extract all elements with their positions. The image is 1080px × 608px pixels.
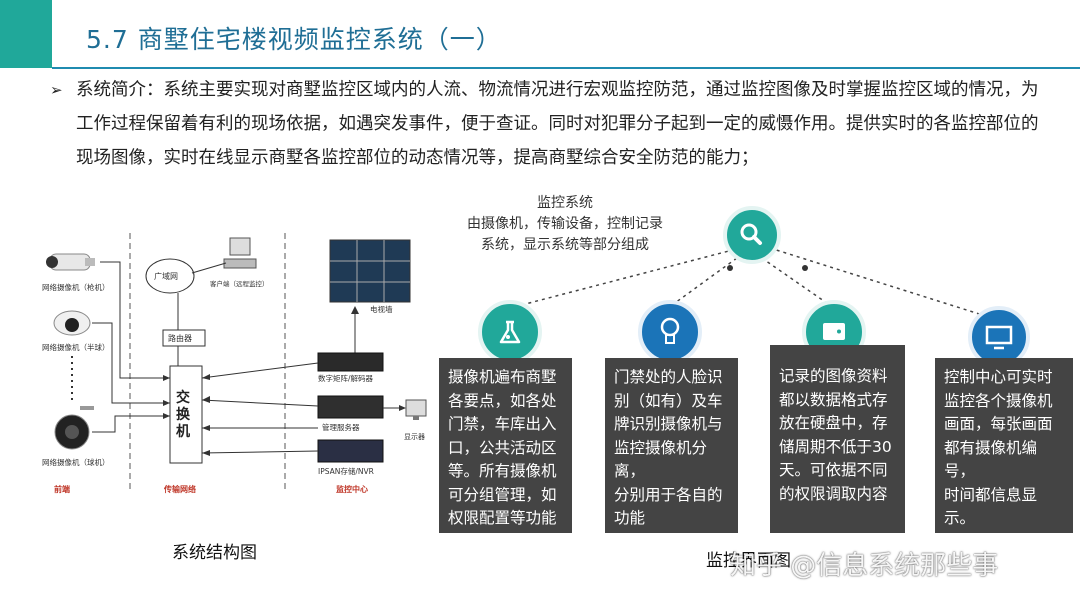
- intro-text: 系统简介：系统主要实现对商墅监控区域内的人流、物流情况进行宏观监控防范，通过监控…: [76, 80, 1039, 168]
- hub-connectors: [509, 245, 993, 319]
- watermark: 知乎 @信息系统那些事: [730, 551, 999, 581]
- accent-block: [0, 0, 52, 68]
- system-structure-diagram: [46, 233, 427, 493]
- switch-label: 交换机: [176, 390, 190, 440]
- card-line: 都以数据格式存: [779, 390, 888, 409]
- wan-label: 广域网: [154, 272, 178, 281]
- card-line: 的权限调取内容: [779, 484, 888, 503]
- info-card-recognition: 门禁处的人脸识 别（如有）及车 牌识别摄像机与 监控摄像机分离， 分别用于各自的…: [605, 358, 738, 533]
- card-line: 记录的图像资料: [779, 367, 888, 385]
- card-line: 牌识别摄像机与: [614, 415, 723, 433]
- server-label: 管理服务器: [322, 423, 360, 432]
- ptz-camera-icon: [54, 406, 94, 450]
- zone-label-front: 前端: [54, 485, 70, 494]
- card-line: 分别用于各自的: [614, 485, 723, 504]
- camera-label-dome: 网络摄像机（半球）: [42, 343, 110, 352]
- page-title: 5.7 商墅住宅楼视频监控系统（一）: [86, 25, 502, 54]
- card-line: 可与报警系统联: [944, 532, 1053, 551]
- camera-flask-icon: [478, 300, 542, 364]
- card-line: 门禁处的人脸识: [614, 368, 723, 386]
- decoder-device: [317, 352, 384, 372]
- card-line: 放在硬盘中，存: [779, 414, 888, 432]
- info-card-control-center: 控制中心可实时 监控各个摄像机 画面，每张画面 都有摄像机编号， 时间都信息显示…: [935, 358, 1073, 574]
- wan-cloud-icon: [145, 258, 195, 294]
- hub-label: 监控系统 由摄像机，传输设备，控制记录 系统，显示系统等部分组成: [430, 193, 700, 256]
- bullet-arrow-icon: ➢: [50, 81, 63, 99]
- server-device: [317, 395, 384, 419]
- lightbulb-icon: [638, 300, 702, 364]
- zone-label-center: 监控中心: [336, 485, 368, 494]
- card-line: 控制中心可实时: [944, 368, 1053, 386]
- hub-label-line: 系统，显示系统等部分组成: [481, 237, 649, 253]
- card-line: 权限配置等功能: [448, 509, 557, 527]
- card-line: 门禁，车库出入: [448, 415, 557, 433]
- card-line: 画面，每张画面: [944, 415, 1053, 433]
- client-pc-icon: [223, 237, 257, 269]
- info-card-storage: 记录的图像资料 都以数据格式存 放在硬盘中，存 储周期不低于30 天。可依据不同…: [770, 345, 905, 533]
- card-line: 等。所有摄像机: [448, 462, 557, 480]
- storage-device: [317, 439, 384, 463]
- display-label: 显示器: [404, 433, 425, 441]
- structure-caption: 系统结构图: [172, 543, 257, 563]
- card-line: 都有摄像机编号，: [944, 438, 1038, 481]
- decoder-label: 数字矩阵/解码器: [318, 374, 374, 383]
- hub-label-line: 由摄像机，传输设备，控制记录: [467, 216, 663, 232]
- switch-box: [169, 365, 203, 464]
- dome-camera-icon: [53, 310, 91, 336]
- router-label: 路由器: [168, 334, 192, 343]
- card-line: 监控各个摄像机: [944, 391, 1053, 410]
- card-line: 摄像机遍布商墅: [448, 368, 557, 386]
- search-icon: [723, 206, 781, 264]
- card-line: 储周期不低于30: [779, 437, 892, 456]
- router-box: [162, 329, 206, 347]
- card-line: 动: [944, 556, 960, 574]
- card-line: 可分组管理，如: [448, 485, 557, 504]
- camera-label-ptz: 网络摄像机（球机）: [42, 458, 110, 467]
- title-underline: [52, 67, 1080, 69]
- intro-paragraph: ➢ 系统简介：系统主要实现对商墅监控区域内的人流、物流情况进行宏观监控防范，通过…: [50, 73, 1040, 175]
- camera-label-bullet: 网络摄像机（枪机）: [42, 283, 110, 292]
- card-line: 别（如有）及车: [614, 391, 723, 410]
- card-line: 天。可依据不同: [779, 461, 888, 479]
- hub-label-line: 监控系统: [537, 195, 593, 211]
- card-line: 各要点，如各处: [448, 391, 557, 410]
- interface-caption: 监控界面图: [706, 551, 791, 571]
- tv-wall-label: 电视墙: [370, 305, 393, 314]
- card-line: 时间都信息显示。: [944, 485, 1038, 528]
- card-line: 功能: [614, 509, 646, 527]
- bullet-camera-icon: [46, 253, 95, 271]
- client-label: 客户端（远程监控）: [210, 280, 269, 288]
- display-icon: [405, 399, 427, 420]
- storage-label: IPSAN存储/NVR: [318, 467, 374, 476]
- info-card-cameras: 摄像机遍布商墅 各要点，如各处 门禁，车库出入 口，公共活动区 等。所有摄像机 …: [439, 358, 572, 533]
- card-line: 口，公共活动区: [448, 438, 557, 457]
- card-line: 监控摄像机分离，: [614, 438, 708, 481]
- zone-label-network: 传输网络: [164, 485, 196, 494]
- tv-wall-icon: [329, 239, 411, 303]
